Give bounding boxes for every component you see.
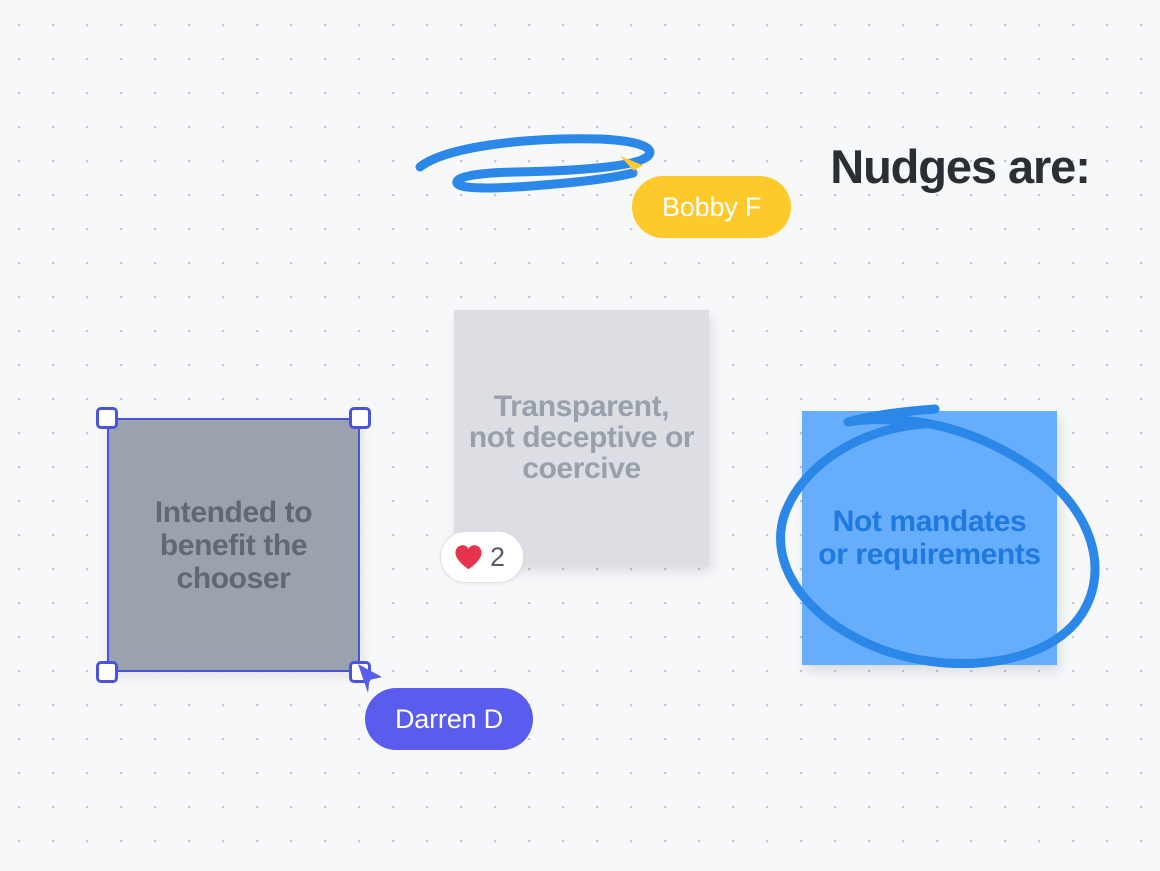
sticky-note-text: Not mandates or requirements bbox=[818, 505, 1041, 571]
sticky-note-intended-benefit[interactable]: Intended to benefit the chooser bbox=[107, 418, 360, 672]
page-title[interactable]: Nudges are: bbox=[830, 140, 1091, 193]
sticky-note-text: Intended to benefit the chooser bbox=[154, 495, 313, 595]
sticky-note-not-mandates[interactable]: Not mandates or requirements bbox=[802, 411, 1057, 665]
reaction-badge[interactable]: 2 bbox=[440, 531, 524, 583]
pointer-arrow-icon bbox=[358, 664, 382, 693]
sticky-note-text: Transparent, not deceptive or coercive bbox=[468, 390, 695, 485]
collaborator-name-label-bobby: Bobby F bbox=[632, 176, 792, 238]
heart-icon bbox=[455, 544, 482, 569]
collaborator-name-label-darren: Darren D bbox=[365, 688, 533, 750]
pointer-arrow-icon bbox=[619, 155, 644, 179]
sticky-note-transparent[interactable]: Transparent, not deceptive or coercive bbox=[454, 310, 709, 565]
title-block[interactable]: Nudges are: bbox=[380, 60, 1091, 193]
reaction-count: 2 bbox=[490, 541, 506, 572]
